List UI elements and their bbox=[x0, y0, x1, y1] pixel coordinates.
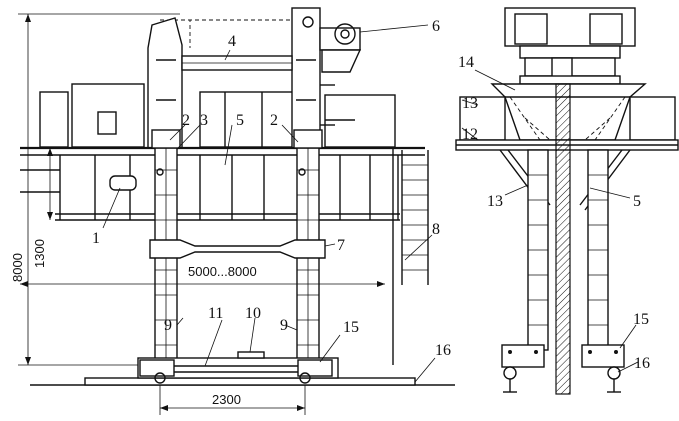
cabinet-motor bbox=[71, 83, 145, 148]
side-column-rungs bbox=[528, 174, 608, 326]
motor-box bbox=[97, 111, 117, 135]
label-4: 4 bbox=[228, 33, 236, 50]
cabinet-center bbox=[199, 91, 301, 148]
label-6: 6 bbox=[432, 18, 440, 35]
label-1: 1 bbox=[92, 230, 100, 247]
label-12: 12 bbox=[462, 126, 478, 143]
leader-lines bbox=[102, 24, 436, 383]
side-view bbox=[455, 7, 679, 395]
label-15-front: 15 bbox=[343, 319, 359, 336]
foot-right bbox=[581, 344, 625, 368]
label-7: 7 bbox=[337, 237, 345, 254]
label-16-side: 16 bbox=[634, 355, 650, 372]
callout-labels: 1 2 3 4 5 2 6 7 8 9 9 10 11 12 13 13 14 … bbox=[10, 18, 650, 407]
foot-left bbox=[501, 344, 545, 368]
label-13-lower: 13 bbox=[487, 193, 503, 210]
label-8: 8 bbox=[432, 221, 440, 238]
front-view bbox=[18, 7, 455, 415]
central-shaft bbox=[555, 83, 571, 395]
dim-track: 2300 bbox=[212, 392, 241, 407]
dim-height-floor: 1300 bbox=[32, 239, 47, 268]
label-11: 11 bbox=[208, 305, 223, 322]
label-2-right: 2 bbox=[270, 112, 278, 129]
ground-slab bbox=[84, 377, 416, 386]
mast-left-top bbox=[147, 17, 183, 149]
cabinet-right bbox=[324, 94, 396, 148]
label-9-right: 9 bbox=[280, 317, 288, 334]
label-5-side: 5 bbox=[633, 193, 641, 210]
drive-10 bbox=[237, 351, 265, 359]
side-leader-lines bbox=[461, 69, 639, 373]
label-16-front: 16 bbox=[435, 342, 451, 359]
label-13-upper: 13 bbox=[462, 95, 478, 112]
ladder bbox=[392, 148, 429, 365]
label-5-front: 5 bbox=[236, 112, 244, 129]
dim-height-total: 8000 bbox=[10, 253, 25, 282]
cabinet-left bbox=[39, 91, 69, 148]
mast-right-top bbox=[291, 7, 321, 149]
label-14: 14 bbox=[458, 54, 474, 71]
label-10: 10 bbox=[245, 305, 261, 322]
label-9-left: 9 bbox=[164, 317, 172, 334]
label-2-left: 2 bbox=[182, 112, 190, 129]
dim-span: 5000...8000 bbox=[188, 264, 257, 279]
label-15-side: 15 bbox=[633, 311, 649, 328]
dimension-lines bbox=[18, 13, 385, 415]
control-unit bbox=[109, 175, 137, 191]
cross-beam bbox=[149, 239, 326, 259]
label-3: 3 bbox=[200, 112, 208, 129]
